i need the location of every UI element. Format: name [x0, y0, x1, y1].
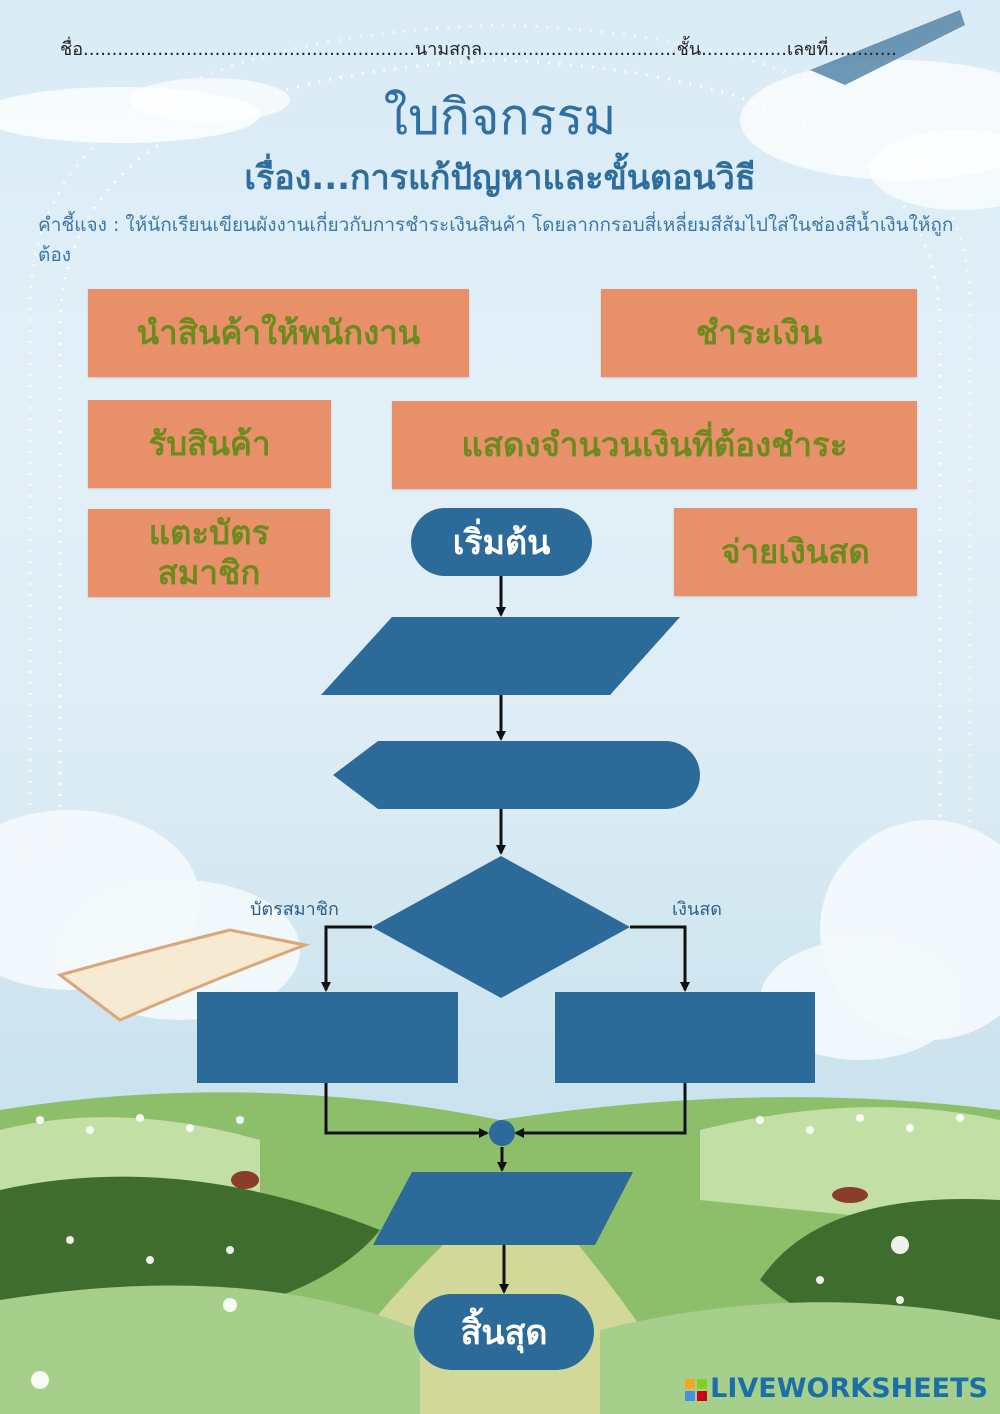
arrow-right-to-connector: [516, 1083, 685, 1133]
arrow-decision-left: [326, 927, 372, 990]
flow-end-terminal: สิ้นสุด: [414, 1294, 594, 1370]
arrow-left-to-connector: [326, 1083, 487, 1133]
dropzone-process-left[interactable]: [197, 992, 458, 1083]
branch-label-cash: เงินสด: [672, 894, 722, 923]
logo-icon: [685, 1379, 707, 1401]
dropzone-decision-diamond[interactable]: [372, 856, 630, 998]
branch-label-member-card: บัตรสมาชิก: [250, 894, 339, 923]
dropzone-display-shape[interactable]: [333, 741, 700, 809]
arrow-decision-right: [630, 927, 685, 990]
flow-start-terminal: เริ่มต้น: [411, 508, 592, 576]
dropzone-output-parallelogram[interactable]: [373, 1172, 633, 1245]
connector-circle: [489, 1120, 515, 1146]
dropzone-process-right[interactable]: [555, 992, 815, 1083]
dropzone-input-parallelogram[interactable]: [321, 617, 680, 695]
liveworksheets-logo: LIVEWORKSHEETS: [685, 1373, 988, 1404]
logo-text: LIVEWORKSHEETS: [710, 1373, 988, 1404]
